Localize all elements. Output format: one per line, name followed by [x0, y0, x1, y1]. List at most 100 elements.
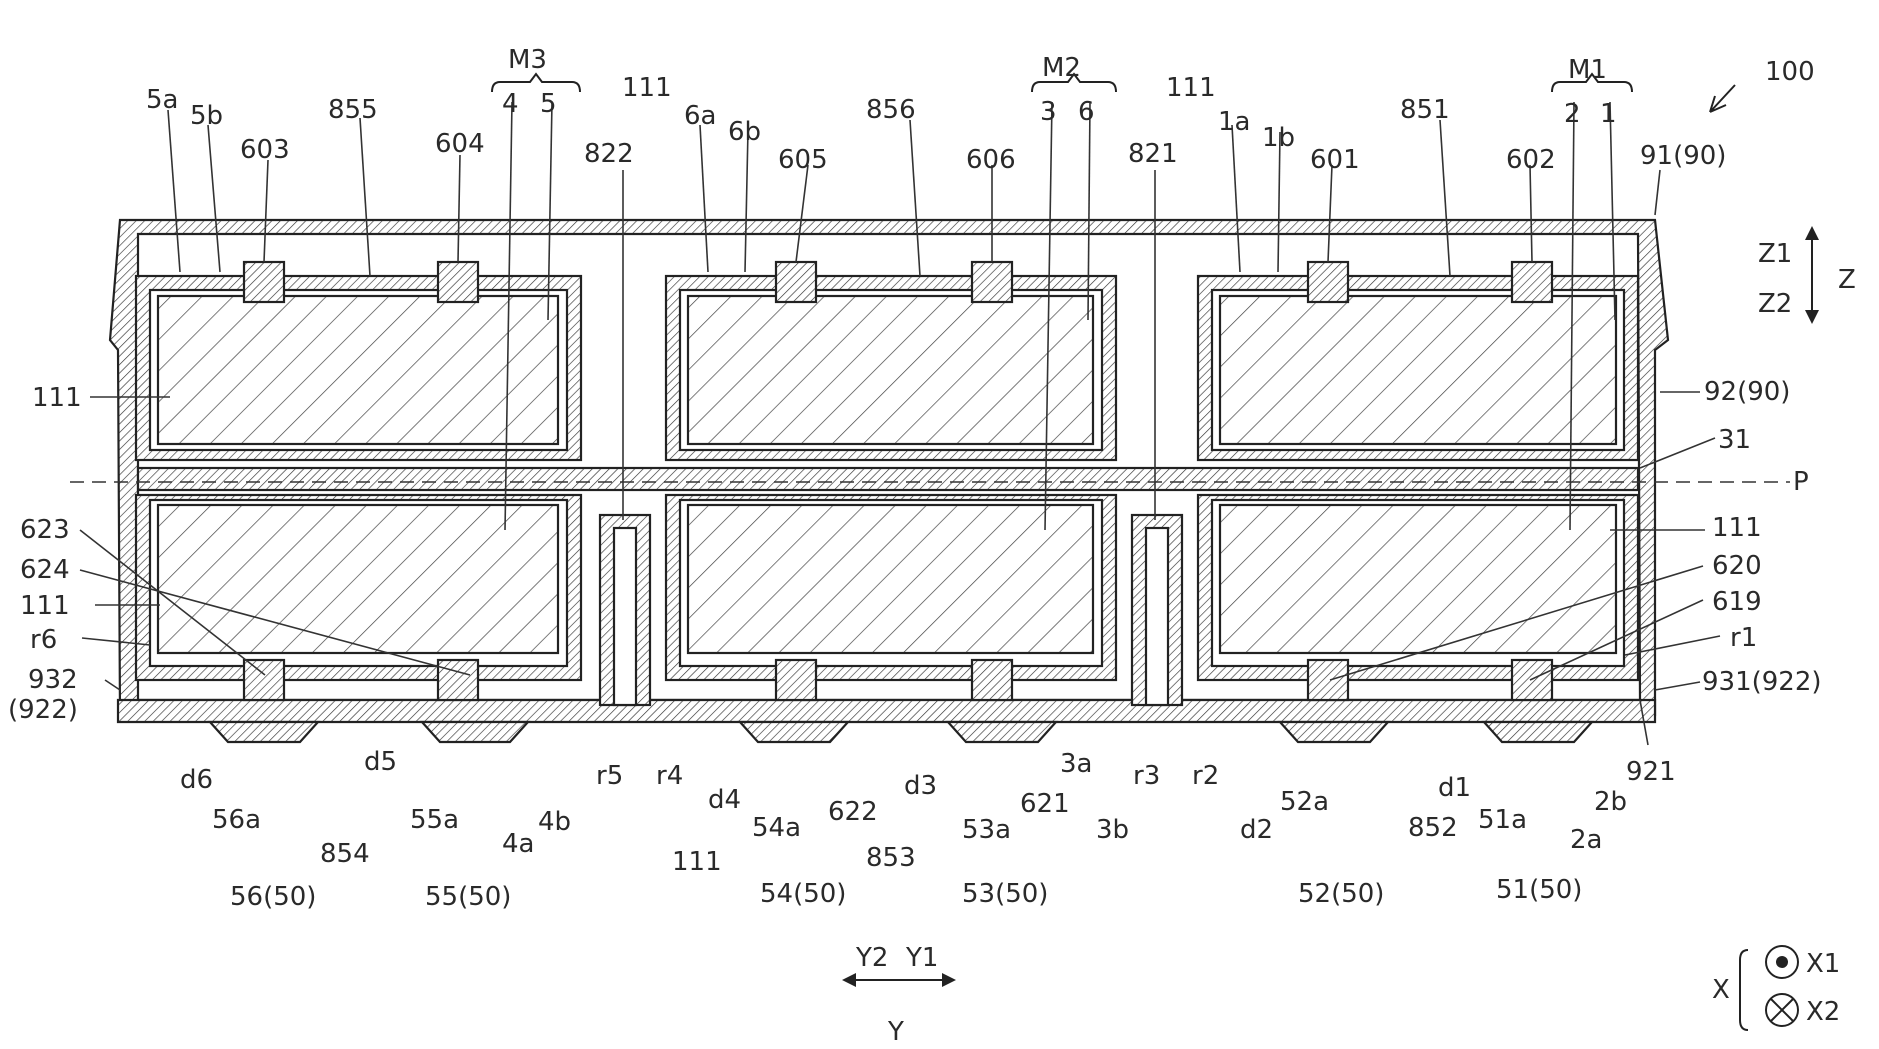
label-2b: 2b [1594, 787, 1627, 817]
label-1b: 1b [1262, 123, 1295, 153]
label-d1: d1 [1438, 773, 1471, 803]
module-m3-sub-b: 5 [540, 89, 557, 119]
label-623: 623 [20, 515, 70, 545]
label-52a: 52a [1280, 787, 1329, 817]
label-932: 932 [28, 665, 78, 695]
label-622: 622 [828, 797, 878, 827]
label-d3: d3 [904, 771, 937, 801]
label-921: 921 [1626, 757, 1676, 787]
label-55: 55(50) [425, 882, 511, 912]
label-932-paren: (922) [8, 695, 78, 725]
label-r6: r6 [30, 625, 57, 655]
label-111-f: 111 [672, 847, 722, 877]
ref-100: 100 [1765, 57, 1815, 87]
label-621: 621 [1020, 789, 1070, 819]
substrate-sheet [70, 468, 1790, 490]
label-z2: Z2 [1758, 289, 1792, 319]
label-d6: d6 [180, 765, 213, 795]
label-y: Y [887, 1017, 904, 1047]
label-856: 856 [866, 95, 916, 125]
label-56: 56(50) [230, 882, 316, 912]
label-624: 624 [20, 555, 70, 585]
module-m1-sub-b: 1 [1600, 99, 1617, 129]
label-601: 601 [1310, 145, 1360, 175]
label-x2: X2 [1806, 997, 1840, 1027]
label-z1: Z1 [1758, 239, 1792, 269]
label-5b: 5b [190, 101, 223, 131]
label-619: 619 [1712, 587, 1762, 617]
label-p: P [1793, 467, 1809, 497]
label-111-c: 111 [32, 383, 82, 413]
label-d4: d4 [708, 785, 741, 815]
label-4b: 4b [538, 807, 571, 837]
label-54a: 54a [752, 813, 801, 843]
label-605: 605 [778, 145, 828, 175]
label-111-b: 111 [1166, 73, 1216, 103]
label-53: 53(50) [962, 879, 1048, 909]
label-6b: 6b [728, 117, 761, 147]
label-851: 851 [1400, 95, 1450, 125]
y-axis-indicator [842, 973, 956, 987]
via-822 [600, 515, 650, 705]
label-852: 852 [1408, 813, 1458, 843]
label-r5: r5 [596, 761, 623, 791]
label-620: 620 [1712, 551, 1762, 581]
label-y2: Y2 [855, 943, 888, 973]
label-5a: 5a [146, 85, 178, 115]
label-606: 606 [966, 145, 1016, 175]
module-m2-sub-b: 6 [1078, 97, 1095, 127]
label-6a: 6a [684, 101, 716, 131]
label-2a: 2a [1570, 825, 1602, 855]
terminals-50 [210, 722, 1592, 742]
label-603: 603 [240, 135, 290, 165]
label-853: 853 [866, 843, 916, 873]
via-821 [1132, 515, 1182, 705]
label-53a: 53a [962, 815, 1011, 845]
label-855: 855 [328, 95, 378, 125]
lower-element-m3 [136, 495, 581, 700]
label-51a: 51a [1478, 805, 1527, 835]
label-x: X [1712, 975, 1730, 1005]
module-m2-sub-a: 3 [1040, 97, 1057, 127]
label-51: 51(50) [1496, 875, 1582, 905]
label-r3: r3 [1133, 761, 1160, 791]
label-r2: r2 [1192, 761, 1219, 791]
label-854: 854 [320, 839, 370, 869]
label-111-d: 111 [20, 591, 70, 621]
z-axis-indicator [1805, 226, 1819, 324]
label-54: 54(50) [760, 879, 846, 909]
label-y1: Y1 [905, 943, 938, 973]
lower-element-m1 [1198, 495, 1638, 700]
label-31: 31 [1718, 425, 1751, 455]
label-602: 602 [1506, 145, 1556, 175]
label-r4: r4 [656, 761, 683, 791]
label-604: 604 [435, 129, 485, 159]
upper-element-m3 [136, 262, 581, 460]
label-z: Z [1838, 265, 1856, 295]
label-d5: d5 [364, 747, 397, 777]
label-55a: 55a [410, 805, 459, 835]
label-d2: d2 [1240, 815, 1273, 845]
label-92: 92(90) [1704, 377, 1790, 407]
label-821: 821 [1128, 139, 1178, 169]
label-111-e: 111 [1712, 513, 1762, 543]
label-3b: 3b [1096, 815, 1129, 845]
label-91: 91(90) [1640, 141, 1726, 171]
lower-element-m2 [666, 495, 1116, 700]
module-m3-label: M3 [508, 45, 547, 75]
label-3a: 3a [1060, 749, 1092, 779]
label-r1: r1 [1730, 623, 1757, 653]
label-822: 822 [584, 139, 634, 169]
module-m1-sub-a: 2 [1564, 99, 1581, 129]
label-1a: 1a [1218, 107, 1250, 137]
module-m3-sub-a: 4 [502, 89, 519, 119]
label-4a: 4a [502, 829, 534, 859]
label-111-a: 111 [622, 73, 672, 103]
label-x1: X1 [1806, 949, 1840, 979]
label-52: 52(50) [1298, 879, 1384, 909]
label-56a: 56a [212, 805, 261, 835]
module-m1-label: M1 [1568, 55, 1607, 85]
module-m2-label: M2 [1042, 53, 1081, 83]
label-931: 931(922) [1702, 667, 1822, 697]
